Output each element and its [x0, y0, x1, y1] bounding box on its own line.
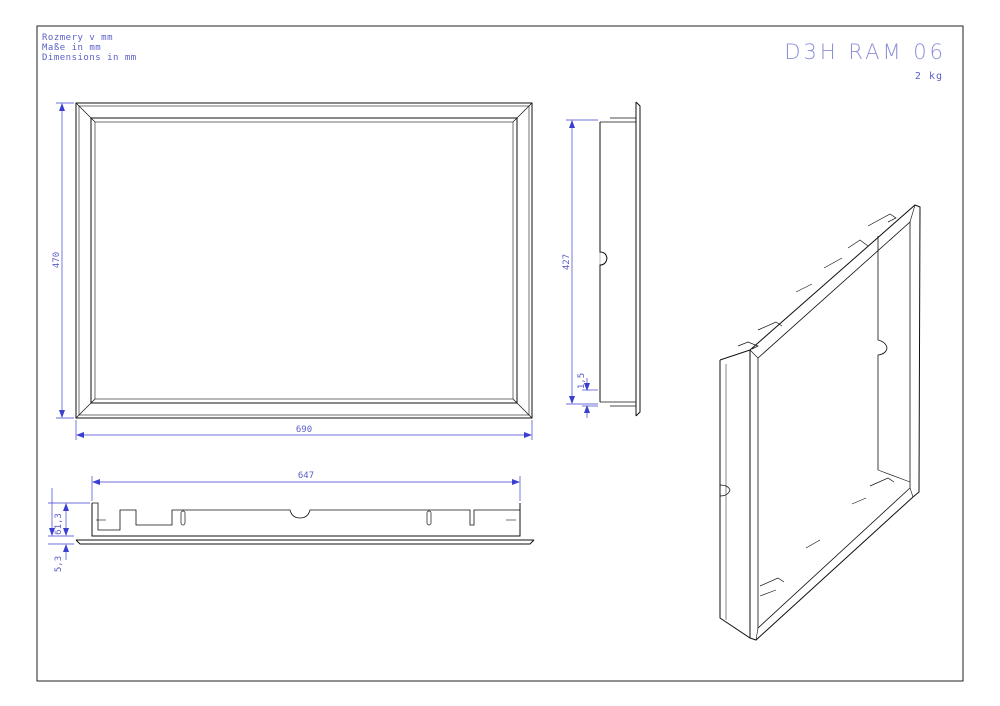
front-view [75, 102, 533, 419]
side-height-label: 427 [562, 254, 572, 270]
units-note: Rozmery v mm Maße in mm Dimensions in mm [42, 33, 137, 63]
front-view-dimensions [56, 102, 533, 440]
drawing-border [36, 25, 964, 682]
top-depth-label: 61,3 [54, 513, 64, 535]
front-height-label: 470 [52, 252, 62, 268]
units-note-en: Dimensions in mm [42, 53, 137, 63]
top-view [75, 502, 535, 545]
top-view-dimensions [48, 476, 521, 560]
side-view [599, 101, 641, 417]
top-flange-label: 5,3 [54, 556, 64, 572]
drawing-title: D3H RAM 06 [784, 40, 946, 64]
units-note-cz: Rozmery v mm [42, 33, 114, 43]
top-width-label: 647 [298, 471, 314, 481]
side-offset-label: 1,5 [577, 373, 587, 389]
drawing-weight: 2 kg [914, 71, 943, 82]
front-width-label: 690 [296, 425, 312, 435]
isometric-view [719, 204, 921, 641]
side-view-dimensions [566, 119, 598, 418]
units-note-de: Maße in mm [42, 43, 102, 53]
